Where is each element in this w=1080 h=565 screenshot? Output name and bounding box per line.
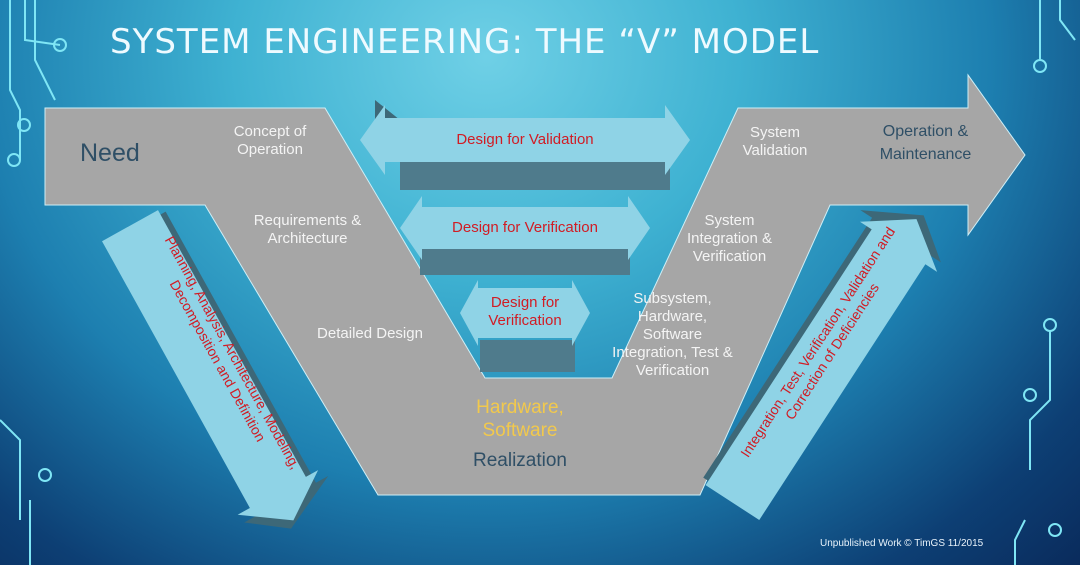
verification-arrow [400, 196, 650, 275]
design-validation-label: Design for Validation [456, 131, 594, 148]
verification-small-arrow [460, 280, 590, 372]
design-verification-label: Design for Verification [452, 219, 598, 236]
footer-credit: Unpublished Work © TimGS 11/2015 [820, 538, 984, 549]
subsystem-label: Subsystem, Hardware, Software Integratio… [612, 290, 733, 379]
realization-label: Realization [473, 450, 567, 471]
hw-sw-label: Hardware, Software [476, 397, 564, 441]
validation-arrow [360, 100, 690, 190]
page-title: SYSTEM ENGINEERING: THE “V” MODEL [110, 22, 820, 62]
detailed-design-label: Detailed Design [317, 325, 423, 342]
design-verification-small-label: Design for Verification [488, 294, 562, 329]
system-integration-label: System Integration & Verification [686, 212, 773, 265]
requirements-label: Requirements & Architecture [253, 212, 362, 247]
system-validation-label: System Validation [742, 124, 808, 159]
operation-label: Operation & Maintenance [879, 123, 972, 164]
left-side-arrow [102, 210, 329, 529]
right-side-arrow [703, 210, 941, 521]
concept-label: Concept of Operation [233, 123, 307, 158]
need-label: Need [80, 139, 140, 167]
v-shape [44, 73, 1026, 496]
